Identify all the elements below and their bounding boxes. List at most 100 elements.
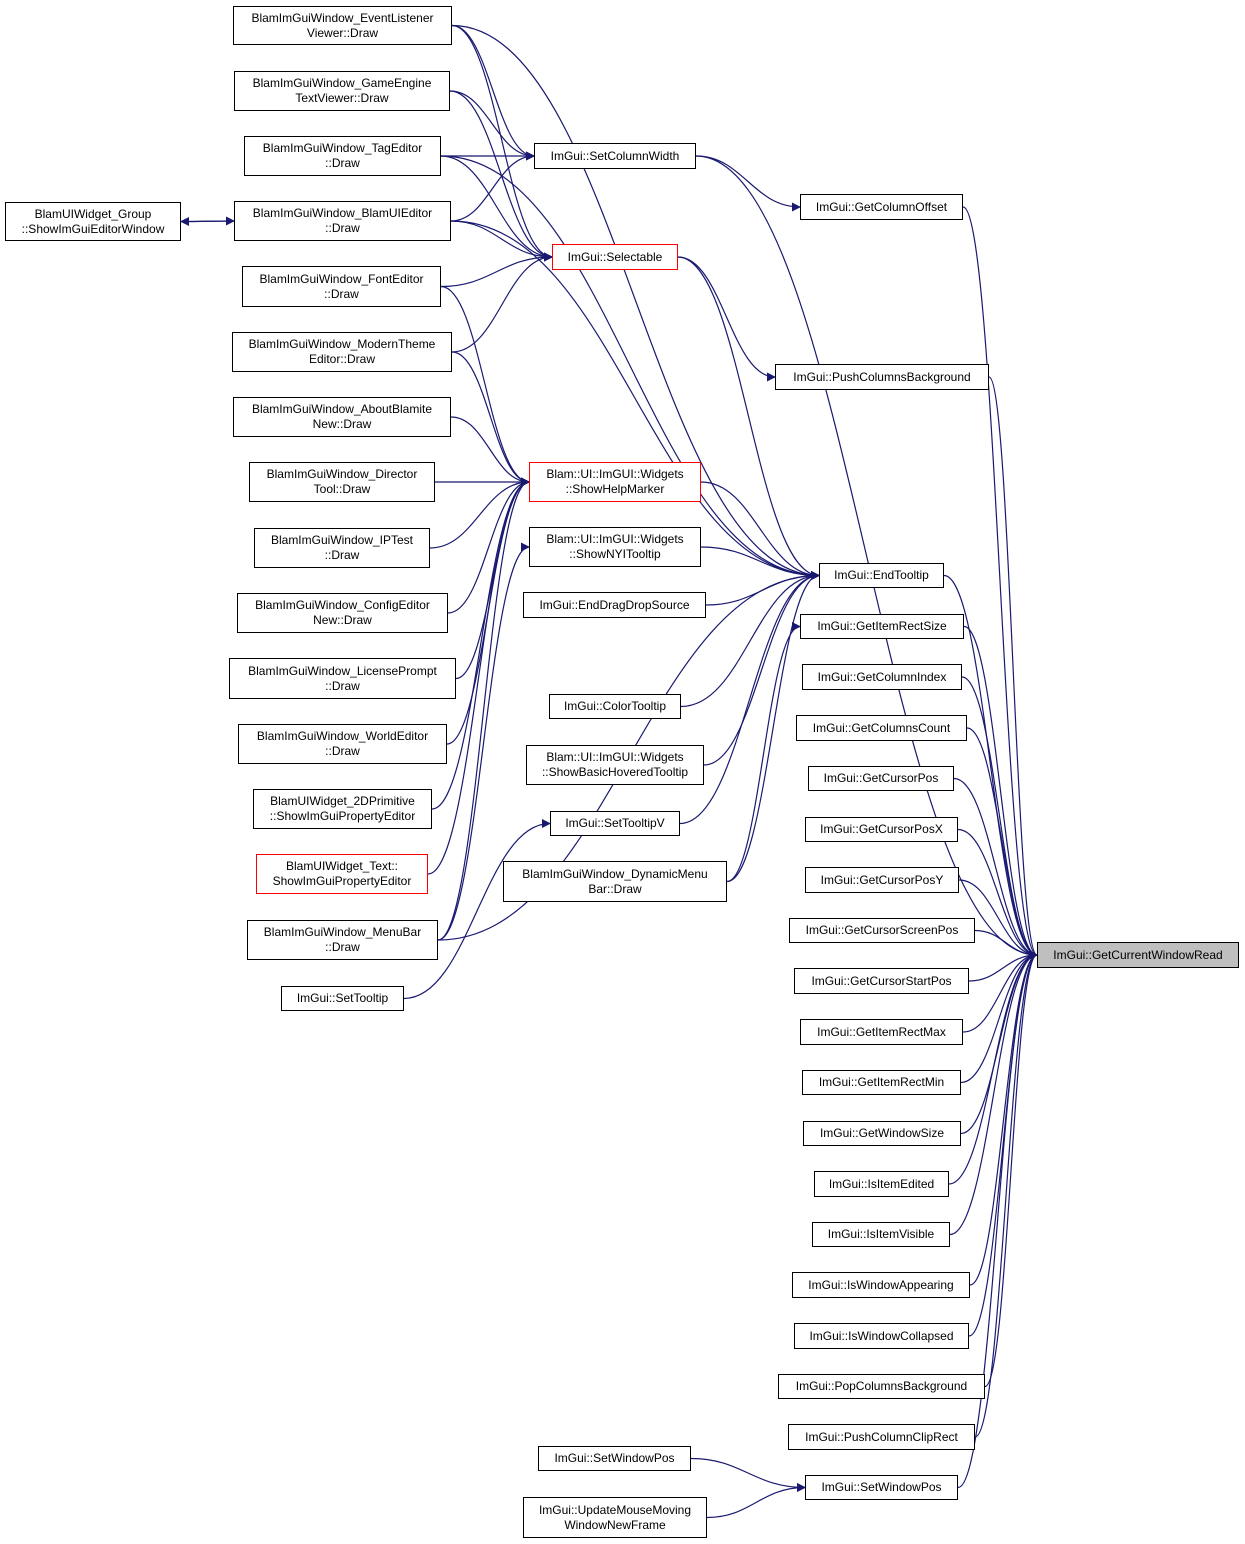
node-getcolumnscount[interactable]: ImGui::GetColumnsCount [796,715,967,741]
node-moderntheme-editor-draw[interactable]: BlamImGuiWindow_ModernTheme Editor::Draw [232,332,452,372]
node-getwindowsize[interactable]: ImGui::GetWindowSize [803,1121,961,1146]
edge-elv-to-setcolw [451,24,535,161]
node-getcolumnoffset[interactable]: ImGui::GetColumnOffset [800,194,963,220]
node-settooltipv[interactable]: ImGui::SetTooltipV [550,811,680,836]
node-getcursorposx[interactable]: ImGui::GetCursorPosX [805,817,958,842]
node-directortool-draw[interactable]: BlamImGuiWindow_Director Tool::Draw [249,462,435,502]
node-updatemousemovingwindownewframe[interactable]: ImGui::UpdateMouseMoving WindowNewFrame [523,1497,707,1538]
node-endtooltip[interactable]: ImGui::EndTooltip [819,563,944,588]
edge-modern-to-helpmarker [451,351,530,487]
edge-setwinpos_l-to-setwinpos_r [690,1457,806,1492]
node-iswindowappearing[interactable]: ImGui::IsWindowAppearing [792,1272,970,1298]
edge-tag-to-endtooltip [440,155,820,580]
node-blamuieditor-draw[interactable]: BlamImGuiWindow_BlamUIEditor ::Draw [234,201,451,241]
edge-setcolw-to-getcoloff [695,155,801,212]
node-setcolumnwidth[interactable]: ImGui::SetColumnWidth [534,143,696,169]
edge-getv-to-selectable [449,90,553,262]
node-colortooltip[interactable]: ImGui::ColorTooltip [549,694,681,719]
edge-getcoloff-to-focus [962,206,1038,960]
node-getitemrectsize[interactable]: ImGui::GetItemRectSize [800,614,964,639]
edge-elv-to-selectable [451,24,553,262]
edge-settooltip-to-settooltipv [403,819,551,1000]
node-tageditor-draw[interactable]: BlamImGuiWindow_TagEditor ::Draw [244,136,441,176]
edge-menubar-to-nyi [437,542,530,941]
edge-setwinpos_r-to-focus [957,950,1038,1489]
edge-updmouse-to-setwinpos_r [706,1483,806,1519]
node-getcolumnindex[interactable]: ImGui::GetColumnIndex [802,664,962,690]
node-showhelpmarker[interactable]: Blam::UI::ImGUI::Widgets ::ShowHelpMarke… [529,462,701,502]
edge-iptest-to-helpmarker [429,477,530,549]
edge-endtooltip-to-focus [943,574,1038,960]
node-dynamicmenubar-draw[interactable]: BlamImGuiWindow_DynamicMenu Bar::Draw [503,861,727,902]
edge-font-to-helpmarker [440,285,530,487]
node-settooltip[interactable]: ImGui::SetTooltip [281,986,404,1011]
node-2dprimitive-propertyeditor[interactable]: BlamUIWidget_2DPrimitive ::ShowImGuiProp… [253,789,432,829]
node-getcursorpos[interactable]: ImGui::GetCursorPos [808,766,954,791]
edge-getcolidx-to-focus [961,676,1038,960]
node-getcursorstartpos[interactable]: ImGui::GetCursorStartPos [794,968,969,994]
edge-uied-to-selectable [450,220,553,262]
edge-dynmenu-to-endtooltip [726,571,820,883]
node-getcursorscreenpos[interactable]: ImGui::GetCursorScreenPos [789,918,975,943]
node-eventlistener-viewer-draw[interactable]: BlamImGuiWindow_EventListener Viewer::Dr… [233,6,452,45]
edge-getitemrectmax-to-focus [962,950,1038,1033]
node-iptest-draw[interactable]: BlamImGuiWindow_IPTest ::Draw [254,528,430,568]
edge-dynmenu-to-getitemrectsize [726,622,801,883]
node-popcolumnsbackground[interactable]: ImGui::PopColumnsBackground [778,1374,985,1399]
node-worldeditor-draw[interactable]: BlamImGuiWindow_WorldEditor ::Draw [238,724,447,764]
node-pushcolumncliprect[interactable]: ImGui::PushColumnClipRect [788,1424,975,1450]
edge-basichov-to-endtooltip [703,571,820,766]
node-showbasichoveredtooltip[interactable]: Blam::UI::ImGUI::Widgets ::ShowBasicHove… [526,745,704,785]
node-shownyitooltip[interactable]: Blam::UI::ImGUI::Widgets ::ShowNYIToolti… [529,527,701,567]
node-getcurrentwindowread-focus: ImGui::GetCurrentWindowRead [1037,942,1239,968]
node-gameengine-textviewer-draw[interactable]: BlamImGuiWindow_GameEngine TextViewer::D… [234,71,450,111]
node-getcursorposy[interactable]: ImGui::GetCursorPosY [805,867,959,893]
edge-tag-to-selectable [440,155,553,262]
edge-getcurposy-to-focus [958,879,1038,960]
node-getitemrectmax[interactable]: ImGui::GetItemRectMax [800,1019,963,1045]
edge-uied-to-endtooltip [450,220,820,580]
node-enddragdropsource[interactable]: ImGui::EndDragDropSource [523,592,706,618]
edge-setcolw-to-focus [695,155,1038,960]
edge-getcurposx-to-focus [957,828,1038,960]
edge-selectable-to-pushcolbg [677,256,776,382]
node-pushcolumnsbackground[interactable]: ImGui::PushColumnsBackground [775,364,989,390]
edge-pushcolclip-to-focus [974,950,1038,1438]
edge-getitemrectsize-to-focus [963,625,1038,960]
node-aboutblamite-new-draw[interactable]: BlamImGuiWindow_AboutBlamite New::Draw [233,397,451,437]
edge-modern-to-selectable [451,252,553,353]
node-licenseprompt-draw[interactable]: BlamImGuiWindow_LicensePrompt ::Draw [229,658,456,699]
node-isitemvisible[interactable]: ImGui::IsItemVisible [812,1222,950,1247]
edge-license-to-helpmarker [455,477,530,680]
node-getitemrectmin[interactable]: ImGui::GetItemRectMin [802,1070,961,1095]
edge-uied-to-setcolw [450,151,535,222]
edge-getcurpos-to-focus [953,777,1038,960]
edge-text-to-helpmarker [427,477,530,875]
edge-popcolbg-to-focus [984,950,1038,1388]
edge-pushcolbg-to-focus [988,376,1038,960]
node-uiwidget-group-editorwindow[interactable]: BlamUIWidget_Group ::ShowImGuiEditorWind… [5,202,181,241]
edge-menubar-to-helpmarker [437,477,530,941]
node-fonteditor-draw[interactable]: BlamImGuiWindow_FontEditor ::Draw [242,266,441,307]
edge-helpmarker-to-endtooltip [700,481,820,580]
edge-about-to-helpmarker [450,416,530,487]
edge-settooltipv-to-endtooltip [679,571,820,825]
edge-getv-to-setcolw [449,90,535,161]
edge-prim2d-to-helpmarker [431,477,530,810]
node-setwindowpos[interactable]: ImGui::SetWindowPos [805,1475,958,1500]
node-configeditor-new-draw[interactable]: BlamImGuiWindow_ConfigEditor New::Draw [237,593,448,633]
edge-getcurstart-to-focus [968,950,1038,982]
edge-uied-to-grp [180,216,235,226]
edge-isitemvisible-to-focus [949,950,1038,1236]
edge-elv-to-endtooltip [451,24,820,580]
node-uiwidget-text-propertyeditor[interactable]: BlamUIWidget_Text:: ShowImGuiPropertyEdi… [256,854,428,894]
edge-selectable-to-endtooltip [677,256,820,580]
edge-nyi-to-endtooltip [700,546,820,580]
node-iswindowcollapsed[interactable]: ImGui::IsWindowCollapsed [794,1323,969,1349]
node-setwindowpos-caller[interactable]: ImGui::SetWindowPos [538,1446,691,1471]
edge-getitemrectmin-to-focus [960,950,1038,1084]
node-menubar-draw[interactable]: BlamImGuiWindow_MenuBar ::Draw [247,920,438,960]
node-isitemedited[interactable]: ImGui::IsItemEdited [814,1171,949,1197]
node-selectable[interactable]: ImGui::Selectable [552,244,678,270]
